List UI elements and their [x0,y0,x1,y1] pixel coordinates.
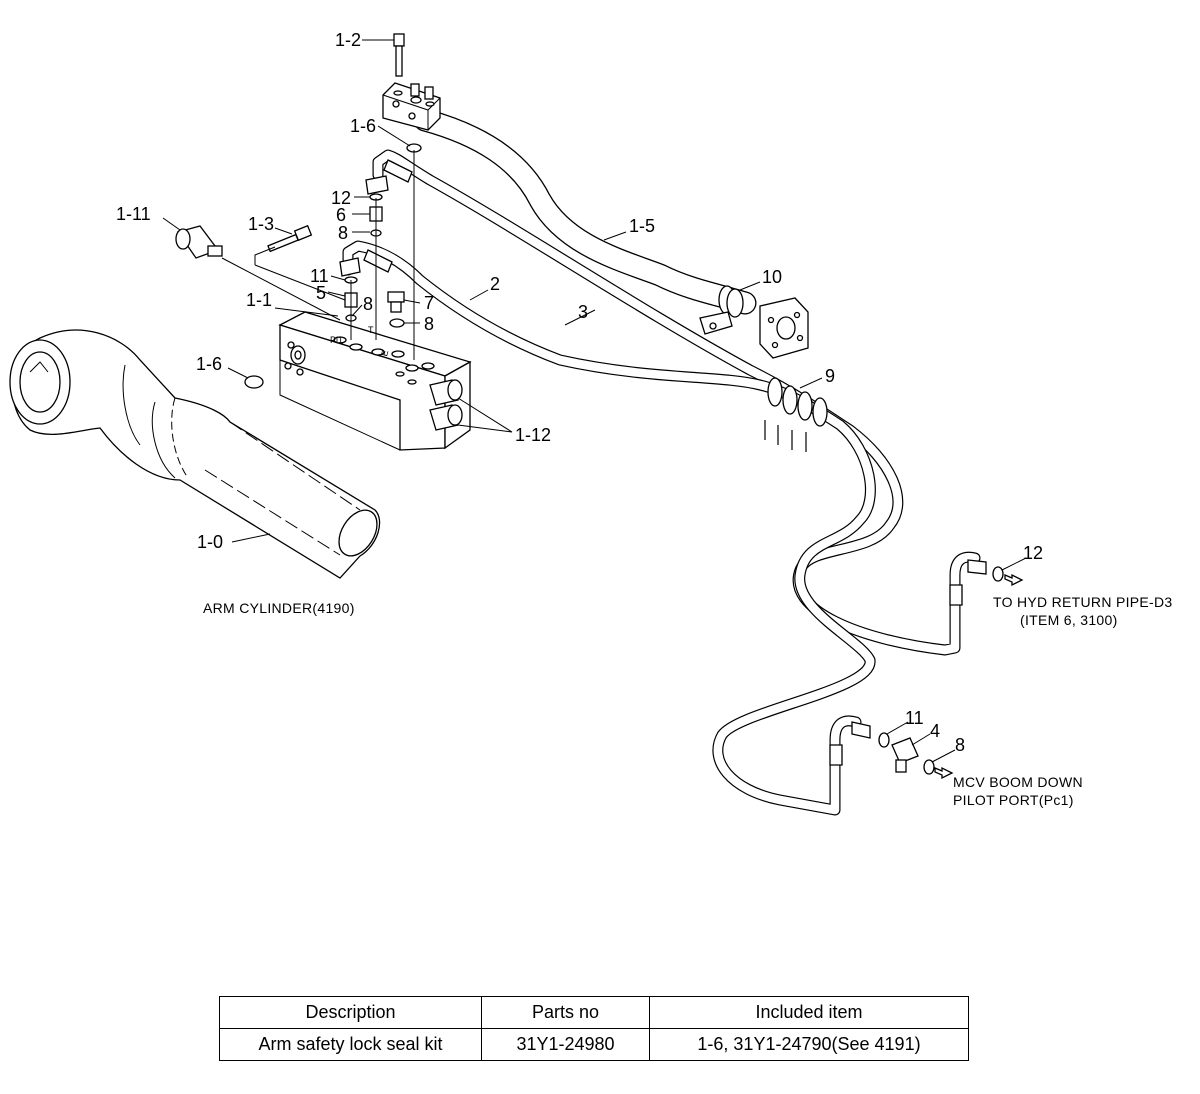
note-return-line-2: (ITEM 6, 3100) [1020,612,1118,628]
port-e-label: E [379,349,390,357]
header-description: Description [219,996,482,1029]
header-included-item: Included item [649,996,969,1029]
leader-lines [162,39,1027,763]
cell-description: Arm safety lock seal kit [219,1028,482,1061]
label-3: 3 [578,302,588,322]
label-12-top: 12 [331,188,351,208]
label-1-11: 1-11 [116,204,151,224]
label-1-1: 1-1 [246,290,272,310]
label-1-2: 1-2 [335,30,361,50]
label-1-3: 1-3 [248,214,274,234]
part-labels: 1-2 1-6 12 6 8 1-11 1-3 11 5 8 7 8 1-1 2… [116,30,1043,755]
label-1-12: 1-12 [515,425,551,445]
label-6: 6 [336,205,346,225]
label-12-right: 12 [1023,543,1043,563]
label-7: 7 [424,293,434,313]
label-11-bottom: 11 [905,708,924,728]
table-row: Arm safety lock seal kit 31Y1-24980 1-6,… [219,1028,969,1061]
label-8-bottom: 8 [955,735,965,755]
note-arm-cylinder: ARM CYLINDER(4190) [203,600,355,616]
hose-3 [372,149,981,656]
label-5: 5 [316,283,326,303]
note-return-line-1: TO HYD RETURN PIPE-D3 [993,594,1173,610]
label-9: 9 [825,366,835,386]
small-parts [175,33,1024,780]
valve-block: Pi1 T E [278,311,472,451]
note-mcv-line-1: MCV BOOM DOWN [953,774,1083,790]
pipe-1-5 [382,82,809,359]
label-8-b: 8 [363,294,373,314]
label-8-a: 8 [338,223,348,243]
notes: ARM CYLINDER(4190) TO HYD RETURN PIPE-D3… [203,594,1173,808]
table-header-row: Description Parts no Included item [219,996,969,1029]
cell-parts-no: 31Y1-24980 [481,1028,650,1061]
hose-clamp-9 [764,377,828,452]
cell-included-item: 1-6, 31Y1-24790(See 4191) [649,1028,969,1061]
label-11-top: 11 [310,266,329,286]
arm-cylinder [9,329,381,579]
label-1-6-top: 1-6 [350,116,376,136]
port-pi1-label: Pi1 [330,335,343,345]
hose-2 [342,240,876,816]
label-1-5: 1-5 [629,216,655,236]
parts-table: Description Parts no Included item Arm s… [219,996,969,1061]
label-8-c: 8 [424,314,434,334]
hose-fittings [339,159,987,766]
note-mcv-line-2: PILOT PORT(Pc1) [953,792,1074,808]
label-4: 4 [930,721,940,741]
port-t-label: T [368,325,374,335]
label-2: 2 [490,274,500,294]
label-10: 10 [762,267,782,287]
label-1-6-left: 1-6 [196,354,222,374]
label-1-0: 1-0 [197,532,223,552]
header-parts-no: Parts no [481,996,650,1029]
